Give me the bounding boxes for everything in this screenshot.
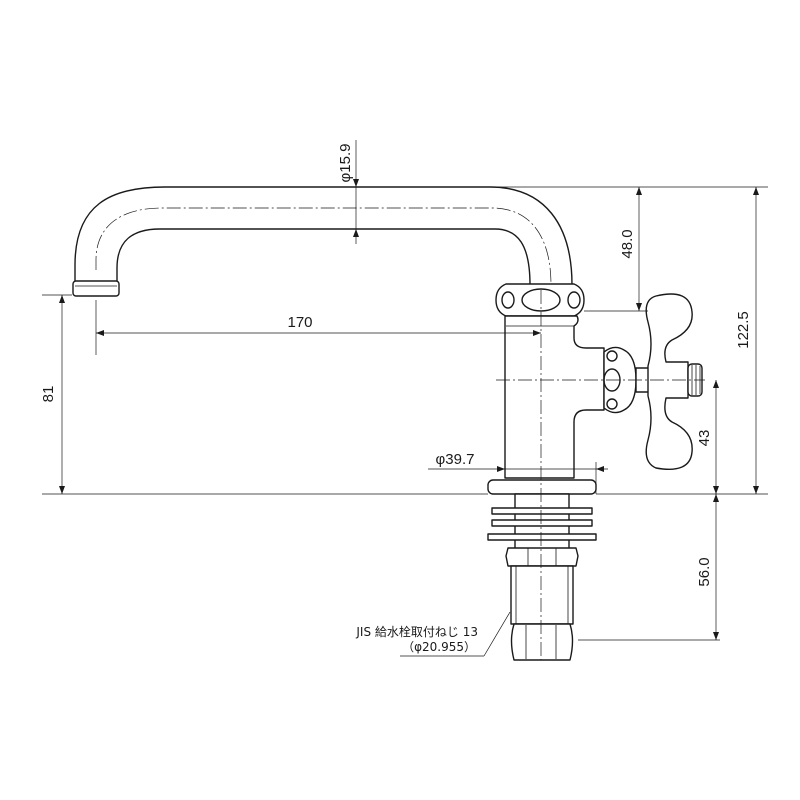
dimension-labels: φ15.9 170 48.0 122.5 81 43 56.0 φ39.7: [40, 144, 752, 587]
spout-reach-label: 170: [287, 314, 312, 331]
coupling-nut: [510, 623, 574, 661]
washer-2: [491, 519, 593, 527]
washer-3: [487, 533, 597, 541]
shank-length-label: 56.0: [696, 557, 713, 586]
spout-to-base-label: 81: [40, 386, 57, 403]
faucet-body: [504, 315, 605, 479]
spout-height-label: 48.0: [619, 229, 636, 258]
faucet-outline: [72, 186, 705, 661]
dimension-lines: [42, 140, 768, 657]
spout-centerline: [95, 207, 552, 286]
thread-note-line1: JIS 給水栓取付ねじ 13: [355, 624, 478, 639]
spout-inner-line: [116, 228, 531, 286]
thread-note-line2: （φ20.955）: [402, 640, 476, 654]
washer-1: [491, 507, 593, 515]
thread-note: JIS 給水栓取付ねじ 13 （φ20.955）: [355, 624, 478, 654]
total-height-label: 122.5: [735, 311, 752, 349]
handle-height-label: 43: [696, 430, 713, 447]
spout-outer-line: [74, 186, 573, 286]
base-flange: [487, 479, 597, 495]
body-diameter-label: φ39.7: [436, 451, 475, 468]
collar-center-oval: [521, 288, 561, 312]
pipe-diameter-label: φ15.9: [337, 144, 354, 183]
threaded-pipe: [510, 565, 574, 625]
spout-tip: [72, 280, 120, 297]
lock-nut: [505, 547, 579, 567]
cross-handle: [645, 293, 693, 470]
